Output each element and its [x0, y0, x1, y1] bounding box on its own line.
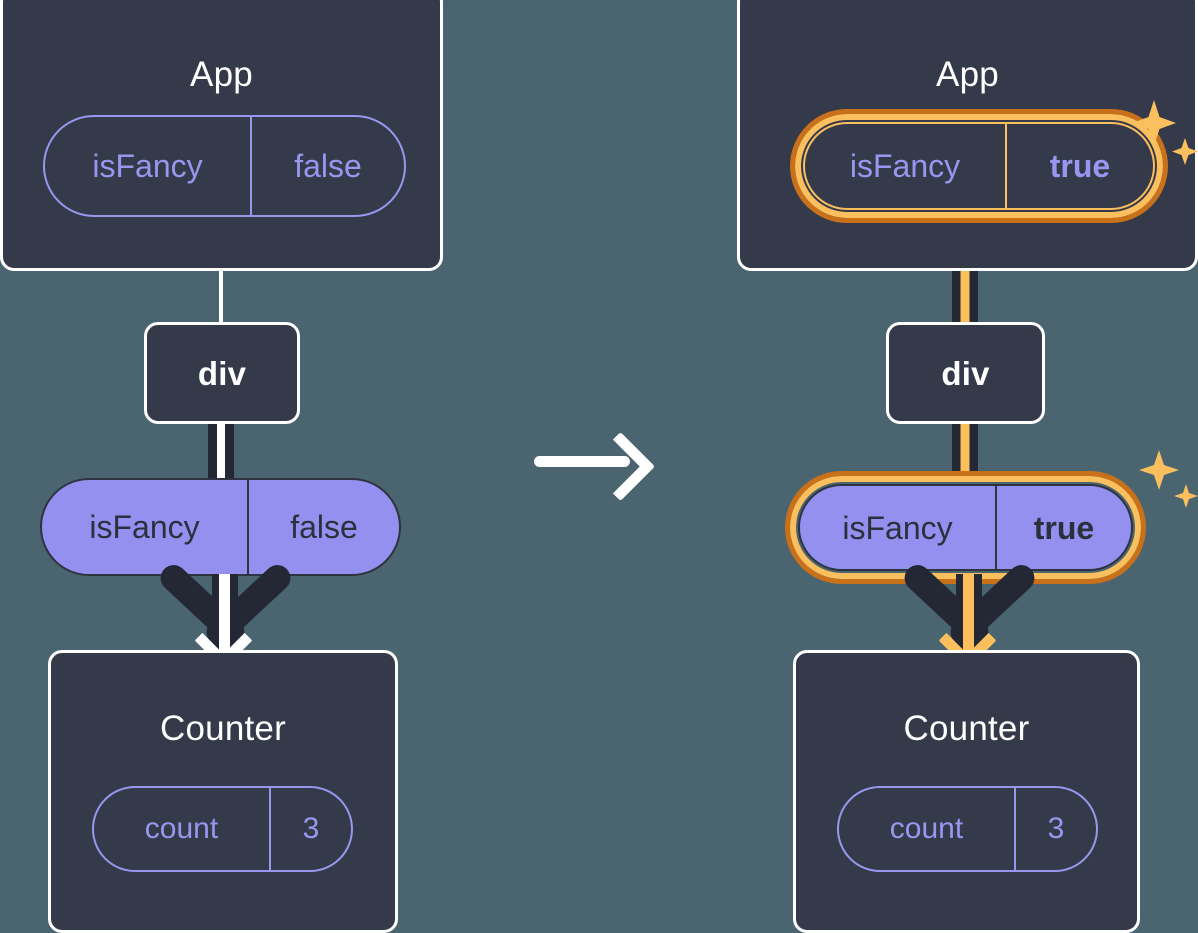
app-state-key-before: isFancy — [92, 148, 203, 184]
counter-state-key-before: count — [144, 812, 219, 845]
prop-value-after: true — [995, 486, 1131, 569]
counter-state-pill-after: count 3 — [837, 786, 1098, 872]
counter-title-before: Counter — [160, 709, 286, 748]
sparkle-icon-app — [1132, 100, 1198, 165]
counter-state-key-after: count — [889, 812, 964, 845]
app-state-pill-before: isFancy false — [43, 115, 406, 217]
transition-arrow-head — [585, 431, 656, 502]
transition-arrow-shaft — [534, 456, 630, 467]
sparkle-icon-prop — [1139, 450, 1198, 508]
transition-arrow — [534, 430, 656, 502]
prop-pill-before: isFancy false — [40, 478, 401, 576]
counter-panel-after: Counter count 3 — [793, 650, 1140, 933]
arrow-shaft-core-after — [963, 574, 974, 652]
prop-pill-after: isFancy true — [798, 484, 1133, 571]
connector-core-before — [217, 424, 225, 482]
prop-key-after: isFancy — [842, 509, 953, 546]
counter-state-pill-before: count 3 — [92, 786, 353, 872]
app-state-value-after: true — [1005, 124, 1153, 208]
app-state-pill-after: isFancy true — [803, 122, 1155, 210]
app-panel-before: App isFancy false — [0, 0, 443, 271]
counter-panel-before: Counter count 3 — [48, 650, 398, 933]
arrow-shaft-core-before — [219, 574, 230, 652]
div-label-after: div — [941, 355, 990, 392]
prop-value-before: false — [247, 480, 399, 574]
prop-key-before: isFancy — [89, 509, 200, 545]
connector-div-to-prop-after — [952, 424, 978, 482]
app-state-key-after: isFancy — [849, 148, 961, 184]
counter-title-after: Counter — [903, 709, 1030, 748]
div-label-before: div — [197, 355, 247, 392]
connector-core-prop-after — [960, 424, 970, 482]
app-title-before: App — [190, 55, 253, 94]
prop-flow-arrow-after — [884, 559, 1054, 670]
connector-app-to-div-before — [219, 268, 223, 324]
app-state-value-before: false — [250, 117, 404, 215]
connector-div-to-prop-before — [208, 424, 234, 482]
counter-state-value-after: 3 — [1014, 788, 1096, 870]
connector-core-app-after — [960, 230, 970, 326]
prop-flow-arrow-before — [140, 559, 310, 670]
app-title-after: App — [936, 55, 999, 94]
counter-state-value-before: 3 — [269, 788, 351, 870]
div-node-after: div — [886, 322, 1045, 424]
div-node-before: div — [144, 322, 300, 424]
